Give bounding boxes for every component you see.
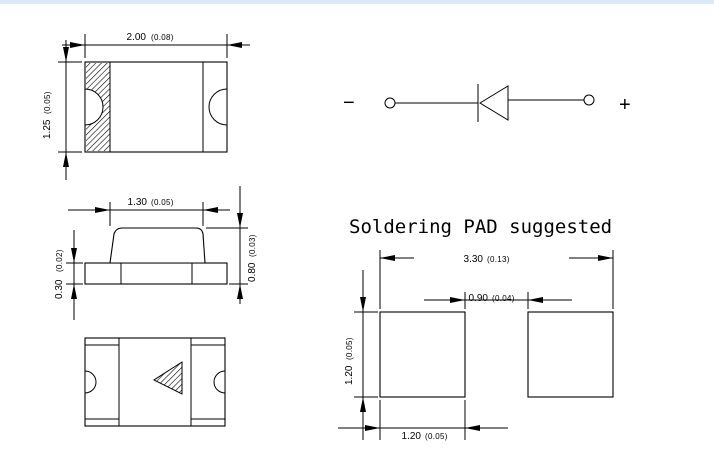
soldering-pad-section: Soldering PAD suggested 3.30 (0.13) 0.90… [338, 216, 614, 442]
dim-pad-gap-mm: 0.90 [469, 293, 489, 304]
dim-top-width-mm: 2.00 [127, 32, 147, 43]
anode-terminal [583, 94, 595, 106]
top-view: 2.00 (0.08) 1.25 (0.05) [42, 32, 250, 180]
top-view-left-notch [84, 88, 104, 126]
anode-triangle [479, 85, 509, 121]
side-view-dome [109, 227, 206, 264]
dim-side-height-inch: (0.03) [248, 234, 257, 257]
polarity-plus: + [619, 94, 631, 116]
dim-pad-total-inch: (0.13) [487, 255, 510, 264]
side-view: 1.30 (0.05) 0.80 (0.03) 0.30 (0.02) [54, 186, 258, 320]
dim-top-height-inch: (0.05) [43, 91, 52, 114]
dim-side-height-mm: 0.80 [247, 262, 258, 282]
dim-pad-gap-inch: (0.04) [492, 294, 515, 303]
dim-side-width-inch: (0.05) [151, 198, 174, 207]
dim-pad-height-inch: (0.05) [345, 337, 354, 360]
dim-pad-height-mm: 1.20 [344, 365, 355, 385]
diode-symbol: − + [343, 84, 631, 122]
dim-top-height-mm: 1.25 [42, 119, 53, 139]
bottom-view [84, 337, 226, 427]
dim-pad-width-mm: 1.20 [402, 431, 422, 442]
pad-left [379, 311, 466, 398]
section-title: Soldering PAD suggested [349, 216, 612, 238]
dim-side-base-mm: 0.30 [54, 279, 65, 299]
dim-top-width-inch: (0.08) [151, 33, 174, 42]
cathode-terminal [384, 97, 396, 109]
dim-pad-width-inch: (0.05) [425, 432, 448, 441]
polarity-triangle-mark [152, 361, 183, 395]
top-view-right-notch [208, 88, 228, 126]
top-band [0, 0, 714, 4]
pad-right [527, 311, 614, 398]
bottom-view-right-notch [213, 370, 226, 394]
bottom-view-body [84, 337, 226, 427]
dim-side-width-mm: 1.30 [128, 197, 148, 208]
dim-side-base-inch: (0.02) [55, 249, 64, 272]
bottom-view-left-notch [84, 370, 97, 394]
polarity-minus: − [343, 92, 355, 114]
dim-pad-total-mm: 3.30 [464, 254, 484, 265]
side-view-base [84, 262, 228, 285]
